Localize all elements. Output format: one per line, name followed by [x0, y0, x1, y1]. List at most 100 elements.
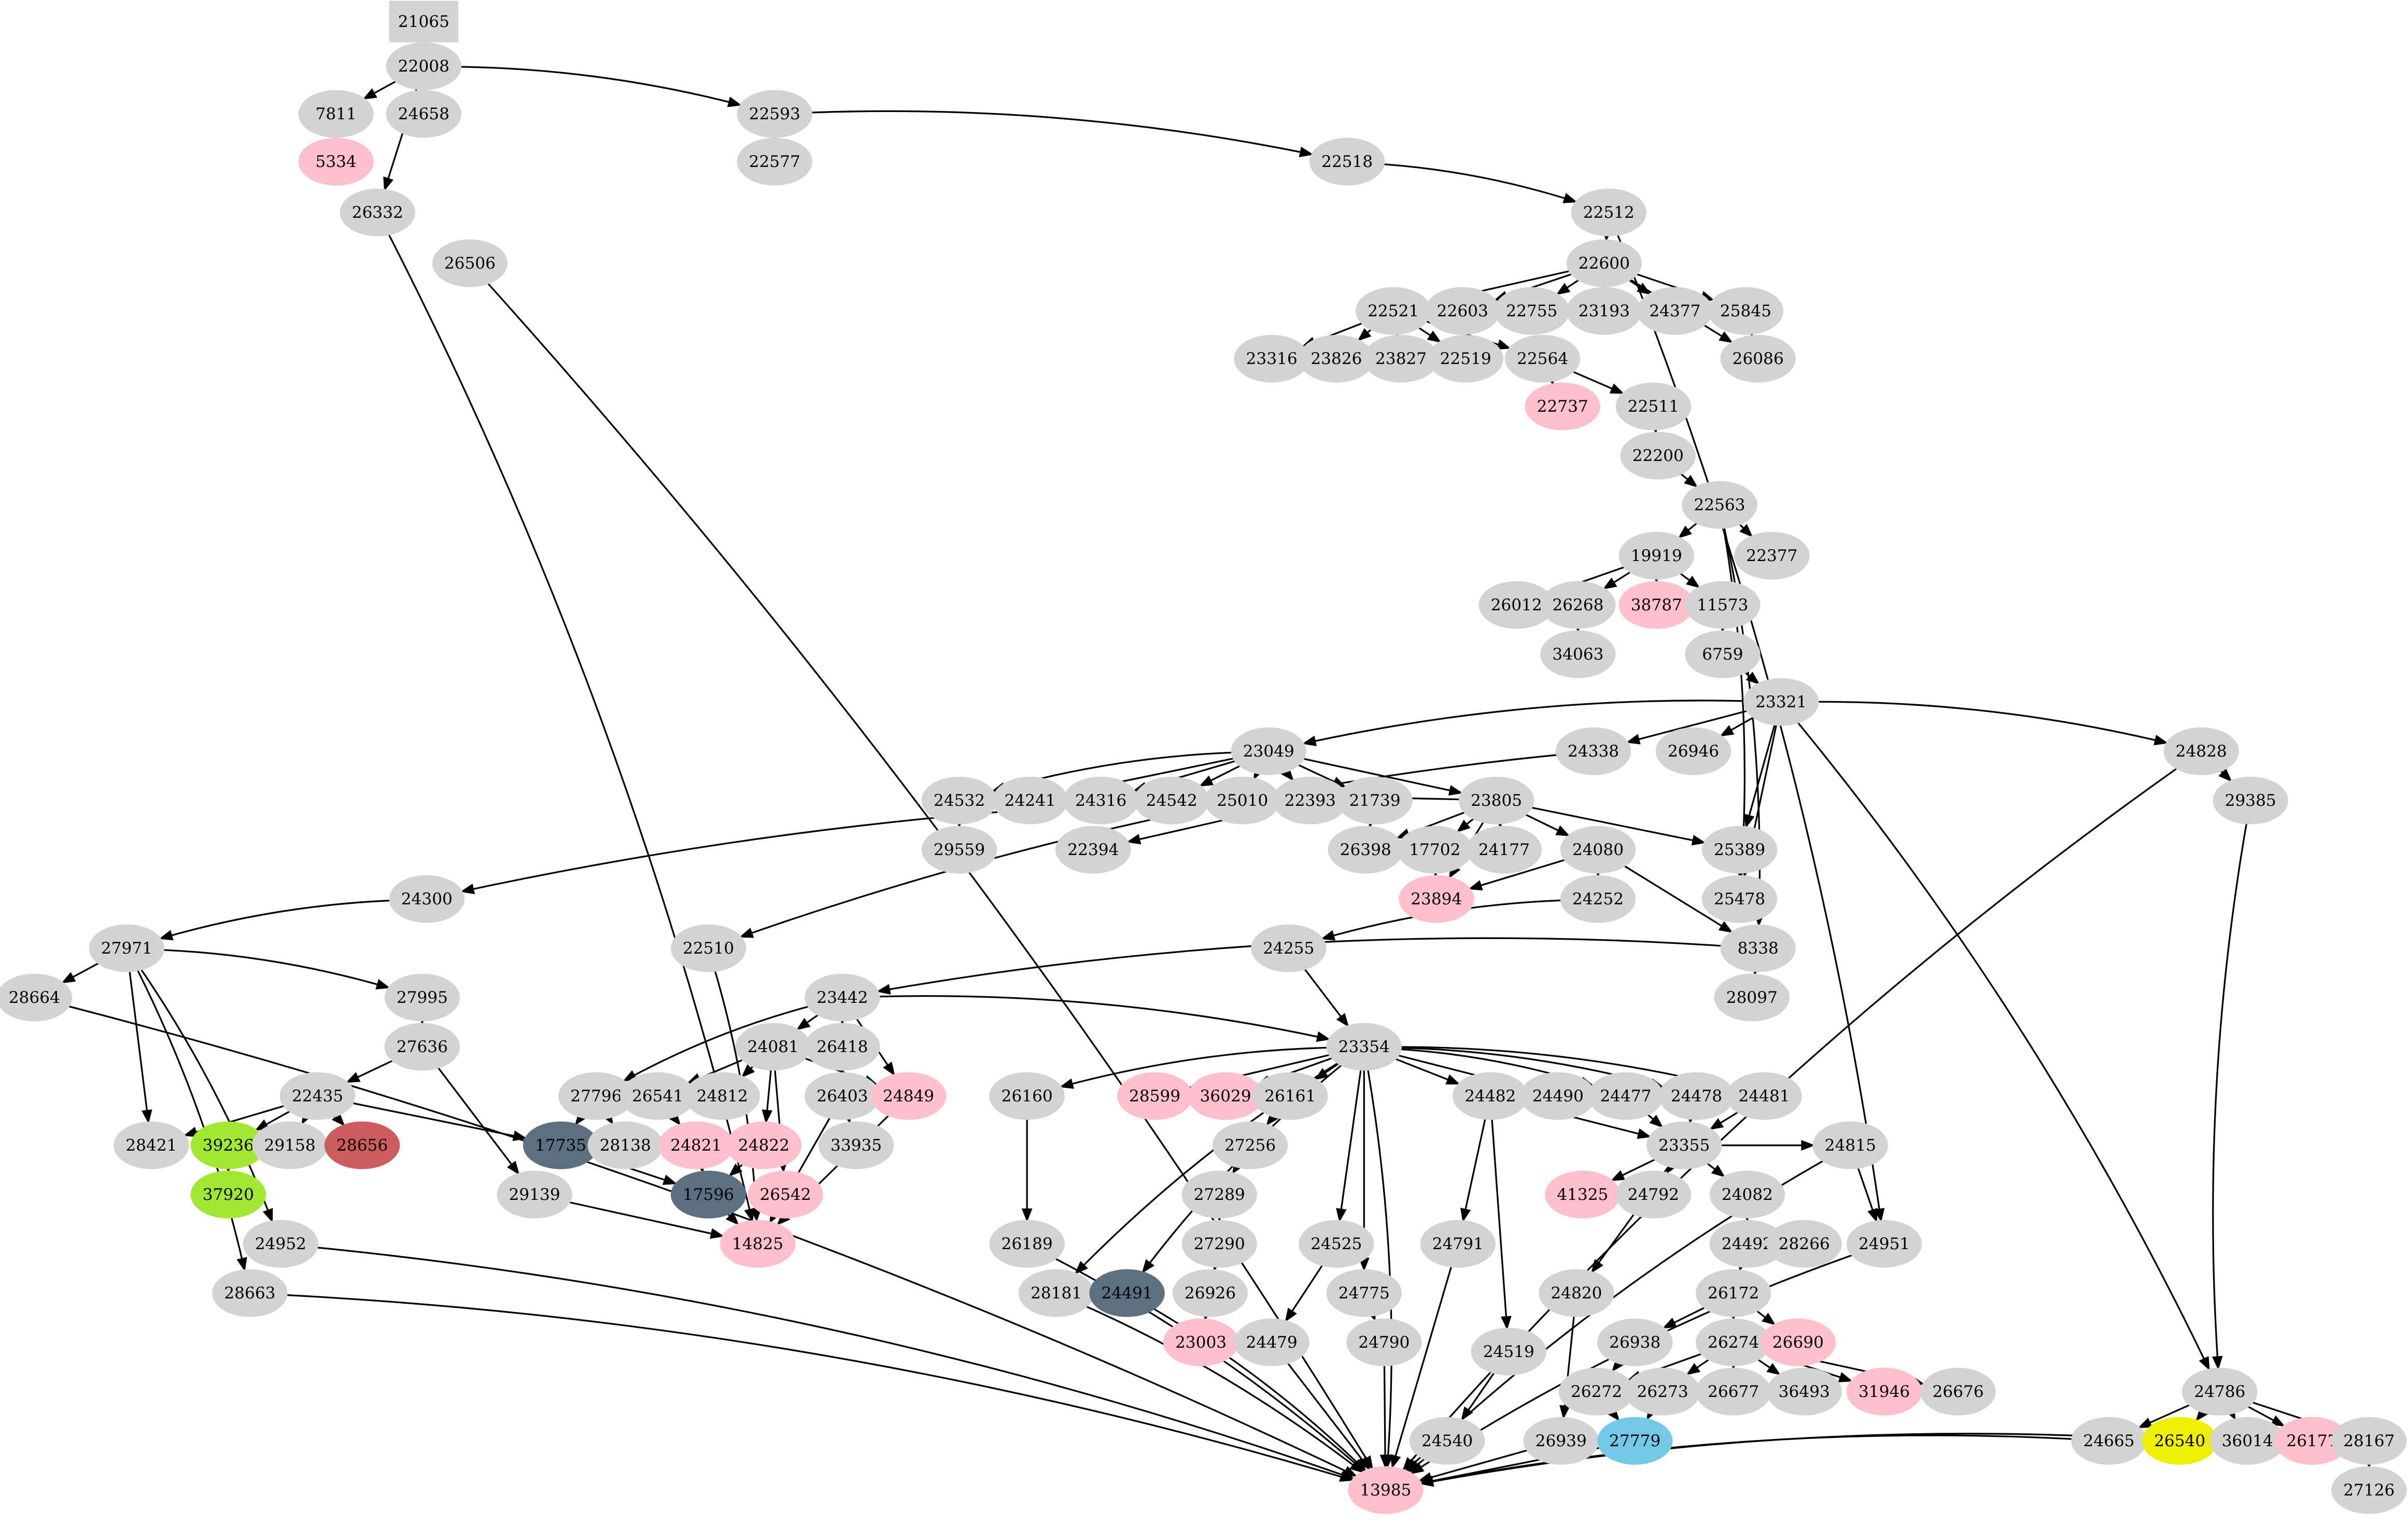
node-28167[interactable]: 28167	[2331, 1417, 2407, 1465]
node-8338[interactable]: 8338	[1720, 924, 1796, 972]
node-22563[interactable]: 22563	[1682, 481, 1757, 529]
node-37920[interactable]: 37920	[190, 1170, 266, 1219]
node-26540[interactable]: 26540	[2142, 1417, 2218, 1465]
node-27289[interactable]: 27289	[1181, 1170, 1257, 1219]
node-27636[interactable]: 27636	[384, 1023, 460, 1071]
node-25389[interactable]: 25389	[1701, 826, 1778, 874]
node-23316[interactable]: 23316	[1234, 334, 1309, 383]
node-5334[interactable]: 5334	[298, 137, 374, 186]
node-29385[interactable]: 29385	[2213, 776, 2288, 824]
node-24478[interactable]: 24478	[1658, 1072, 1735, 1120]
node-23894[interactable]: 23894	[1399, 875, 1474, 923]
node-26506[interactable]: 26506	[432, 239, 508, 287]
node-24481[interactable]: 24481	[1726, 1072, 1802, 1120]
node-24377[interactable]: 24377	[1637, 287, 1713, 335]
node-22511[interactable]: 22511	[1615, 382, 1692, 430]
node-19919[interactable]: 19919	[1618, 532, 1695, 580]
node-23354[interactable]: 23354	[1326, 1023, 1402, 1071]
node-29139[interactable]: 29139	[497, 1170, 572, 1219]
node-28663[interactable]: 28663	[212, 1269, 288, 1317]
node-22377[interactable]: 22377	[1734, 532, 1810, 580]
node-22510[interactable]: 22510	[670, 924, 747, 972]
node-24952[interactable]: 24952	[243, 1220, 319, 1268]
node-17702[interactable]: 17702	[1397, 826, 1473, 874]
node-24540[interactable]: 24540	[1409, 1417, 1485, 1465]
node-23321[interactable]: 23321	[1743, 678, 1819, 726]
node-24791[interactable]: 24791	[1420, 1220, 1496, 1268]
node-22512[interactable]: 22512	[1571, 188, 1646, 236]
node-28181[interactable]: 28181	[1018, 1269, 1094, 1317]
node-34063[interactable]: 34063	[1540, 630, 1616, 678]
node-28664[interactable]: 28664	[0, 973, 73, 1022]
node-22393[interactable]: 22393	[1272, 776, 1348, 824]
node-24177[interactable]: 24177	[1466, 826, 1542, 874]
node-24775[interactable]: 24775	[1326, 1269, 1402, 1317]
node-26398[interactable]: 26398	[1328, 826, 1403, 874]
node-31946[interactable]: 31946	[1846, 1367, 1922, 1416]
node-22435[interactable]: 22435	[279, 1072, 356, 1120]
node-23826[interactable]: 23826	[1299, 334, 1374, 383]
node-26272[interactable]: 26272	[1558, 1367, 1635, 1416]
node-22008[interactable]: 22008	[386, 42, 462, 90]
node-23827[interactable]: 23827	[1363, 334, 1439, 383]
node-24820[interactable]: 24820	[1539, 1269, 1614, 1317]
node-24241[interactable]: 24241	[992, 776, 1068, 824]
node-23355[interactable]: 23355	[1646, 1121, 1722, 1169]
node-26939[interactable]: 26939	[1523, 1417, 1599, 1465]
node-24790[interactable]: 24790	[1346, 1318, 1422, 1366]
node-23193[interactable]: 23193	[1566, 287, 1642, 335]
node-24252[interactable]: 24252	[1560, 875, 1636, 923]
node-26946[interactable]: 26946	[1655, 727, 1731, 775]
node-24525[interactable]: 24525	[1299, 1220, 1374, 1268]
node-36014[interactable]: 36014	[2209, 1417, 2286, 1465]
node-24828[interactable]: 24828	[2163, 727, 2239, 775]
node-25478[interactable]: 25478	[1701, 875, 1778, 923]
node-24490[interactable]: 24490	[1520, 1072, 1596, 1120]
node-29559[interactable]: 29559	[921, 826, 997, 874]
node-24082[interactable]: 24082	[1709, 1170, 1785, 1219]
node-26418[interactable]: 26418	[805, 1023, 880, 1071]
node-22755[interactable]: 22755	[1494, 287, 1570, 335]
node-14825[interactable]: 14825	[720, 1220, 796, 1268]
node-26273[interactable]: 26273	[1625, 1367, 1700, 1416]
node-26541[interactable]: 26541	[619, 1072, 696, 1120]
node-26542[interactable]: 26542	[748, 1170, 823, 1219]
node-26161[interactable]: 26161	[1252, 1072, 1328, 1120]
node-27290[interactable]: 27290	[1181, 1220, 1257, 1268]
node-26332[interactable]: 26332	[340, 188, 416, 236]
node-24519[interactable]: 24519	[1471, 1327, 1547, 1376]
node-26268[interactable]: 26268	[1540, 581, 1616, 629]
node-22518[interactable]: 22518	[1309, 137, 1385, 186]
node-26926[interactable]: 26926	[1172, 1269, 1248, 1317]
node-38787[interactable]: 38787	[1618, 581, 1695, 629]
node-17596[interactable]: 17596	[670, 1170, 747, 1219]
node-27971[interactable]: 27971	[89, 924, 165, 972]
node-22737[interactable]: 22737	[1525, 382, 1600, 430]
node-33935[interactable]: 33935	[818, 1121, 894, 1169]
node-36029[interactable]: 36029	[1188, 1072, 1263, 1120]
node-27126[interactable]: 27126	[2331, 1466, 2407, 1514]
node-25010[interactable]: 25010	[1204, 776, 1280, 824]
node-24482[interactable]: 24482	[1452, 1072, 1528, 1120]
node-24665[interactable]: 24665	[2071, 1417, 2147, 1465]
node-22577[interactable]: 22577	[737, 137, 812, 186]
node-28097[interactable]: 28097	[1714, 973, 1790, 1022]
node-26690[interactable]: 26690	[1760, 1318, 1836, 1366]
node-22394[interactable]: 22394	[1055, 826, 1131, 874]
node-28656[interactable]: 28656	[324, 1121, 400, 1169]
node-22593[interactable]: 22593	[737, 90, 812, 138]
node-6759[interactable]: 6759	[1685, 630, 1761, 678]
node-28599[interactable]: 28599	[1117, 1072, 1193, 1120]
node-24812[interactable]: 24812	[684, 1072, 761, 1120]
node-24821[interactable]: 24821	[658, 1121, 734, 1169]
node-28266[interactable]: 28266	[1766, 1220, 1842, 1268]
node-24822[interactable]: 24822	[726, 1121, 802, 1169]
node-24491[interactable]: 24491	[1089, 1269, 1165, 1317]
node-26403[interactable]: 26403	[805, 1072, 880, 1120]
node-21065[interactable]: 21065	[389, 1, 459, 43]
node-24532[interactable]: 24532	[921, 776, 997, 824]
node-26677[interactable]: 26677	[1695, 1367, 1771, 1416]
node-24300[interactable]: 24300	[389, 875, 465, 923]
node-22200[interactable]: 22200	[1620, 431, 1696, 480]
node-24849[interactable]: 24849	[870, 1072, 947, 1120]
